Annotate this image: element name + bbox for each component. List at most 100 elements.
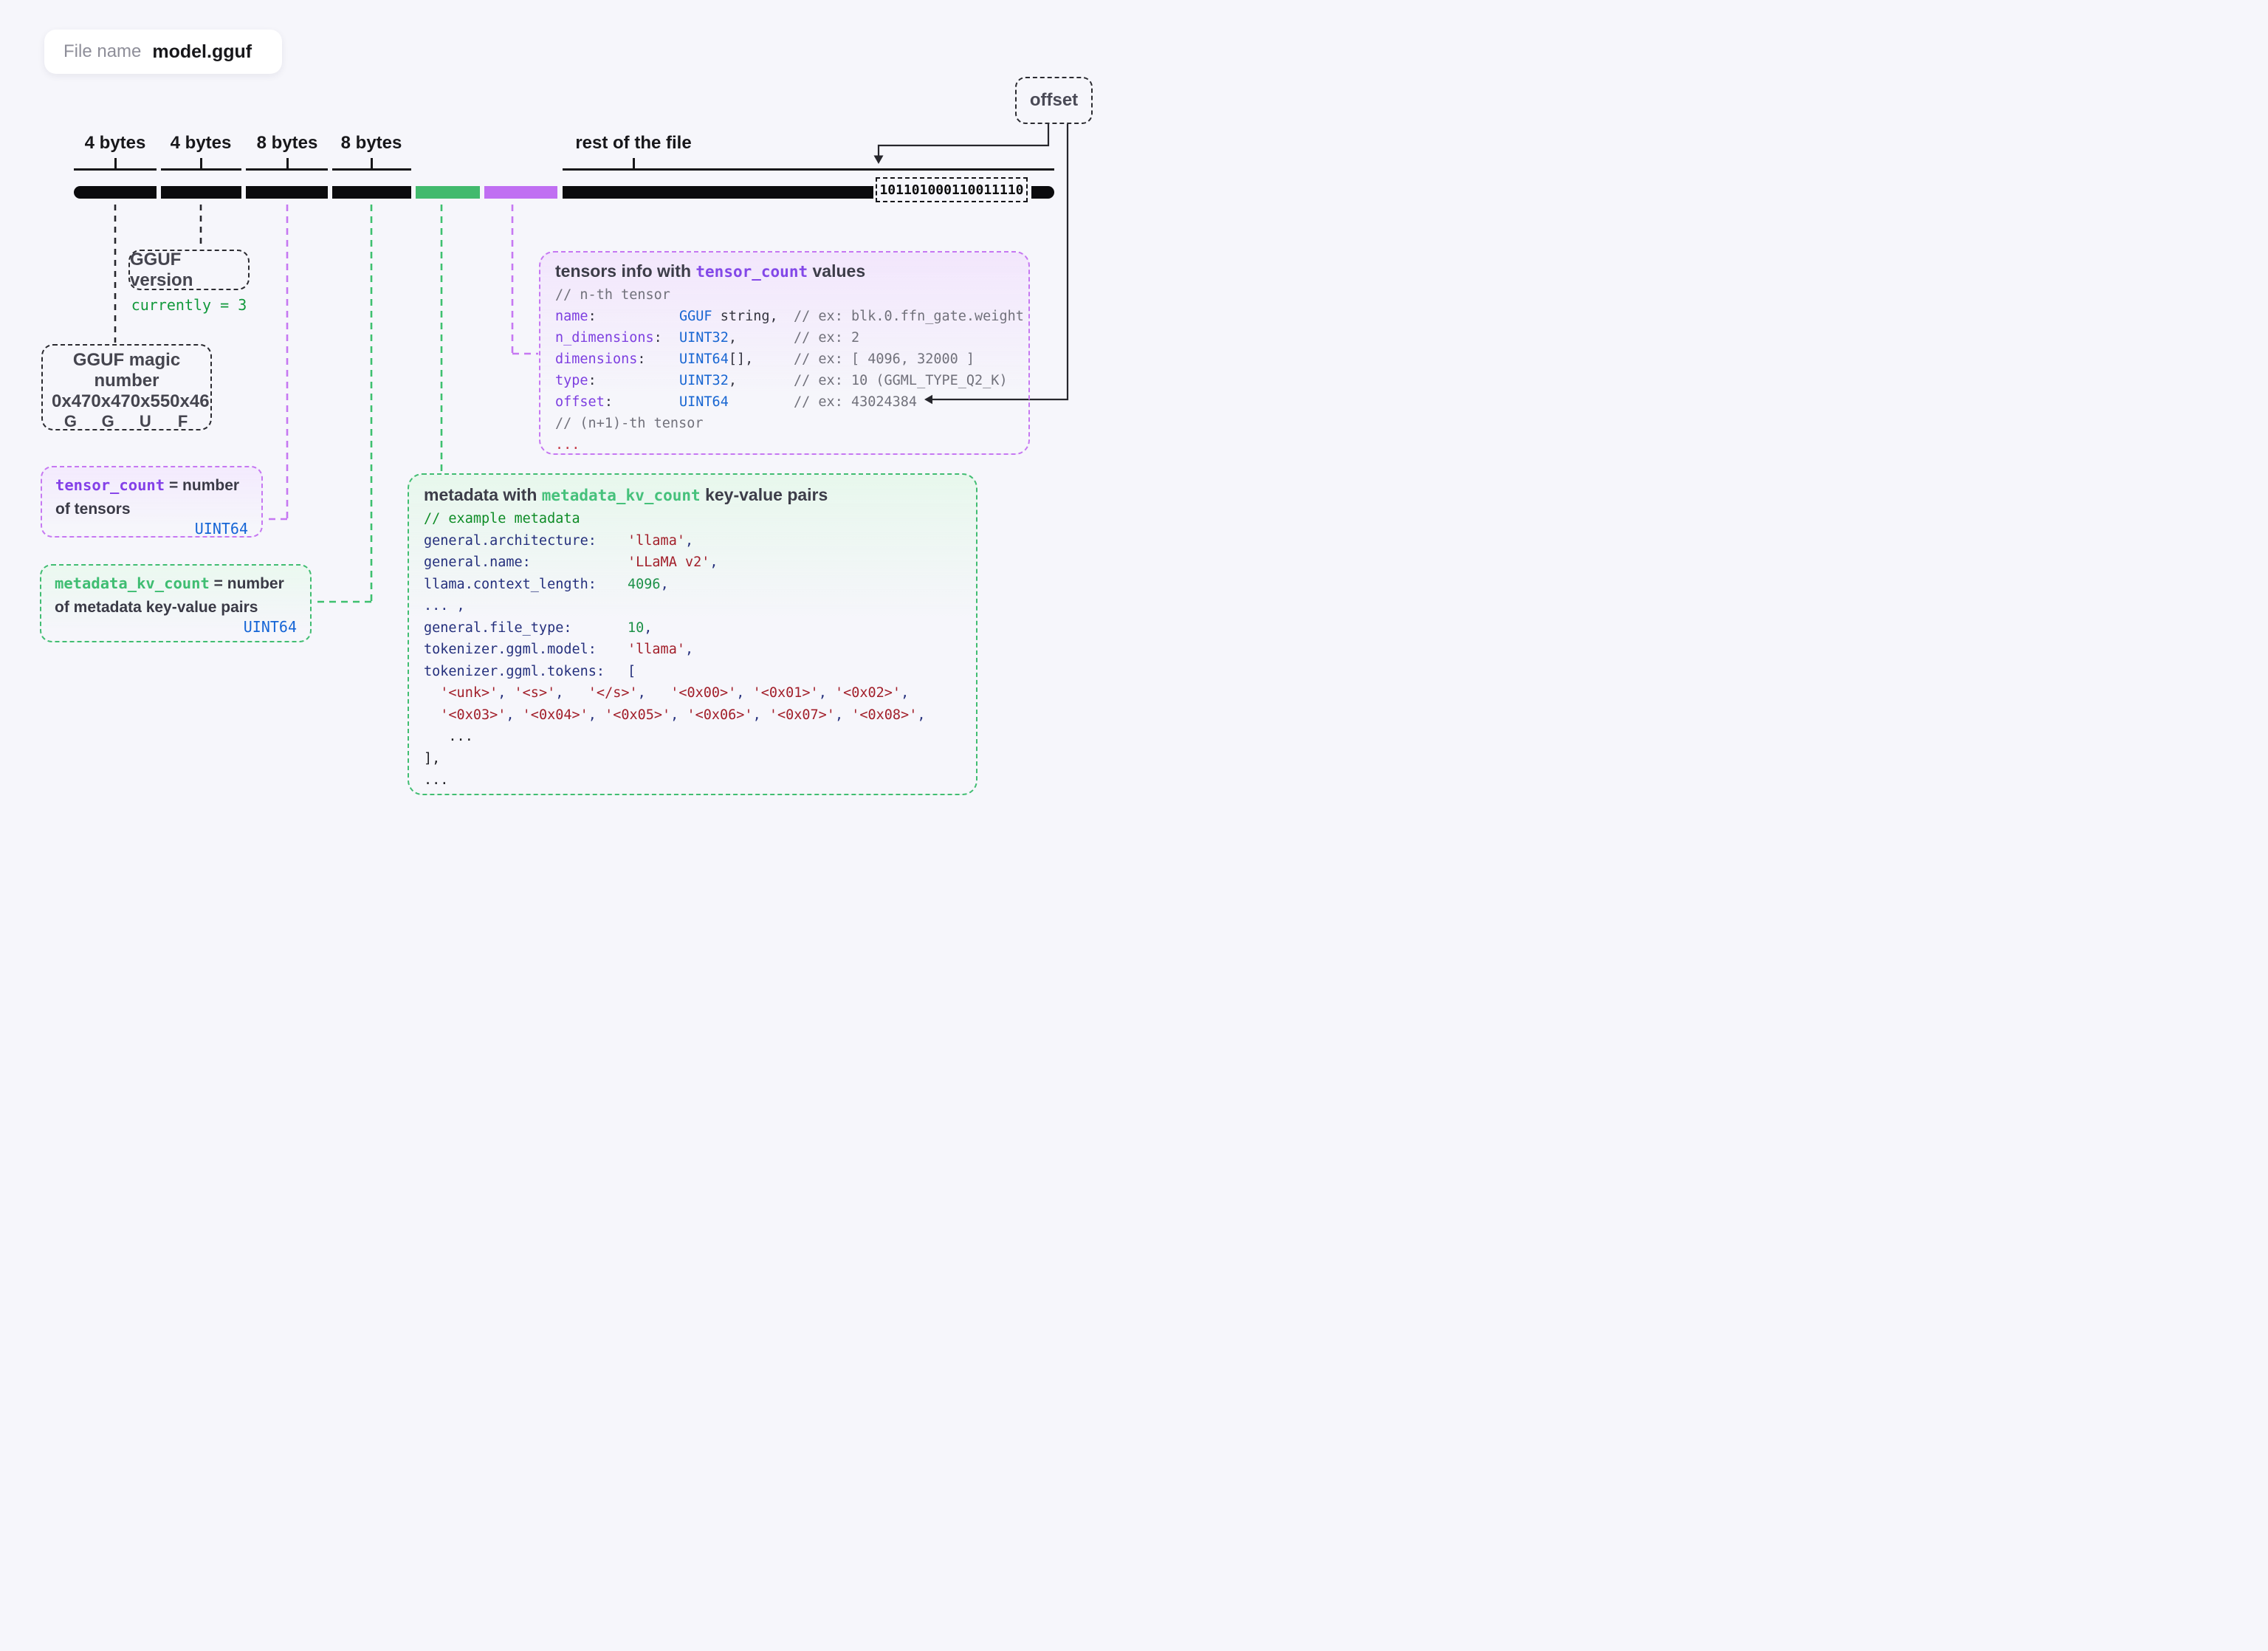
code-line: type:UINT32,// ex: 10 (GGML_TYPE_Q2_K) <box>555 370 1020 391</box>
magic-char: F <box>177 412 188 430</box>
code-cell: [ <box>628 661 967 683</box>
code-token: , <box>498 685 515 701</box>
byte-size-label: 8 bytes <box>340 133 402 153</box>
gguf-version-note: currently = 3 <box>131 296 247 314</box>
magic-hex-byte: 0x47 <box>91 391 131 411</box>
code-token: 'llama' <box>628 642 685 657</box>
code-line: '<unk>', '<s>', '</s>', '<0x00>', '<0x01… <box>424 682 967 704</box>
code-cell: n_dimensions: <box>555 327 679 349</box>
code-token: '<0x05>' <box>605 707 671 723</box>
kv-count-type: UINT64 <box>243 618 297 636</box>
code-token: [], <box>728 351 754 367</box>
code-token: tokenizer.ggml.tokens: <box>424 663 605 679</box>
bracket-rest <box>563 168 1054 171</box>
code-token: , <box>644 619 653 636</box>
code-token <box>424 685 440 701</box>
bar-segment-end-cap <box>1031 186 1054 199</box>
bar-segment-kv-count <box>332 186 411 199</box>
code-line: n_dimensions:UINT32,// ex: 2 <box>555 327 1020 349</box>
magic-title: GGUF magic number <box>72 350 181 391</box>
tensor-count-line2: of tensors <box>55 501 131 518</box>
code-cell: UINT64[], <box>679 349 794 370</box>
bar-segment-version <box>161 186 241 199</box>
code-cell: llama.context_length: <box>424 574 628 596</box>
tensor-count-eq: = number <box>165 477 240 494</box>
code-cell: // ex: 43024384 <box>794 391 1020 413</box>
code-token: // ex: 10 (GGML_TYPE_Q2_K) <box>794 373 1008 388</box>
code-token: ... , <box>424 598 465 614</box>
code-token: , <box>728 330 737 346</box>
code-token: , <box>684 532 694 549</box>
code-line: // n-th tensor <box>555 284 1020 306</box>
tensors-info-box: tensors info with tensor_count values //… <box>539 251 1030 455</box>
metadata-title-post: key-value pairs <box>700 485 828 504</box>
code-line: general.architecture:'llama', <box>424 530 967 552</box>
magic-char: G <box>63 412 77 430</box>
code-token: , <box>736 685 753 701</box>
code-line: name:GGUF string,// ex: blk.0.ffn_gate.w… <box>555 306 1024 327</box>
bracket-tick <box>371 158 373 169</box>
code-line: general.name:'LLaMA v2', <box>424 552 967 574</box>
metadata-title-pre: metadata with <box>424 485 542 504</box>
code-token: '<0x06>' <box>687 707 753 723</box>
code-token: , <box>728 373 737 388</box>
code-cell: // ex: 10 (GGML_TYPE_Q2_K) <box>794 370 1020 391</box>
code-token: : <box>653 330 662 346</box>
code-line: ... <box>424 726 967 748</box>
offset-label: offset <box>1029 90 1079 110</box>
code-cell: general.name: <box>424 552 628 574</box>
tensors-title-post: values <box>808 261 866 281</box>
magic-char: G <box>101 412 114 430</box>
kv-count-eq: = number <box>209 575 284 592</box>
code-token: '<s>' <box>514 685 556 701</box>
metadata-title: metadata with metadata_kv_count key-valu… <box>424 485 967 505</box>
code-token: // ex: blk.0.ffn_gate.weight <box>794 309 1024 324</box>
code-token: , <box>506 707 523 723</box>
gguf-version-title: GGUF version <box>130 249 193 290</box>
code-token: '<0x07>' <box>769 707 835 723</box>
code-token: general.architecture: <box>424 532 597 549</box>
code-line: // (n+1)-th tensor <box>555 413 1020 434</box>
bar-segment-tensors-info <box>484 186 557 199</box>
magic-hex-byte: 0x55 <box>130 391 171 411</box>
code-token: : <box>604 394 613 410</box>
bracket-tick <box>286 158 289 169</box>
code-cell: 10, <box>628 617 967 639</box>
offset-callout: offset <box>1015 77 1093 124</box>
bracket-kv-count <box>332 168 411 171</box>
code-line: ... <box>424 769 967 792</box>
bracket-tensor-count <box>246 168 328 171</box>
tensors-title-code: tensor_count <box>695 263 808 281</box>
code-token: type <box>555 373 588 388</box>
code-line: general.file_type:10, <box>424 617 967 639</box>
code-cell: // ex: 2 <box>794 327 1020 349</box>
code-token: , <box>660 576 669 592</box>
code-cell: GGUF string, <box>679 306 794 327</box>
code-cell: UINT32, <box>679 327 794 349</box>
code-cell: general.architecture: <box>424 530 628 552</box>
code-token: llama.context_length: <box>424 576 597 592</box>
code-token: , <box>555 685 588 701</box>
metadata-code: // example metadata general.architecture:… <box>424 508 967 792</box>
code-token: '<0x00>' <box>670 685 737 701</box>
magic-char: U <box>139 412 151 430</box>
code-token: offset <box>555 394 605 410</box>
byte-size-label: 4 bytes <box>84 133 146 153</box>
code-token: '</s>' <box>588 685 638 701</box>
code-token: // example metadata <box>424 511 580 526</box>
code-token: 4096 <box>628 576 661 592</box>
code-token: // ex: 43024384 <box>794 394 918 410</box>
code-token: // ex: [ 4096, 32000 ] <box>794 351 975 367</box>
code-cell: dimensions: <box>555 349 679 370</box>
code-line: ... <box>555 434 1020 456</box>
code-line: // example metadata <box>424 508 967 530</box>
code-cell: tokenizer.ggml.model: <box>424 639 628 661</box>
code-line: tokenizer.ggml.model:'llama', <box>424 639 967 661</box>
code-token: general.name: <box>424 555 531 570</box>
code-token: // (n+1)-th tensor <box>555 416 704 431</box>
code-token: UINT64 <box>679 351 729 367</box>
code-cell: UINT32, <box>679 370 794 391</box>
code-cell: UINT64 <box>679 391 794 413</box>
